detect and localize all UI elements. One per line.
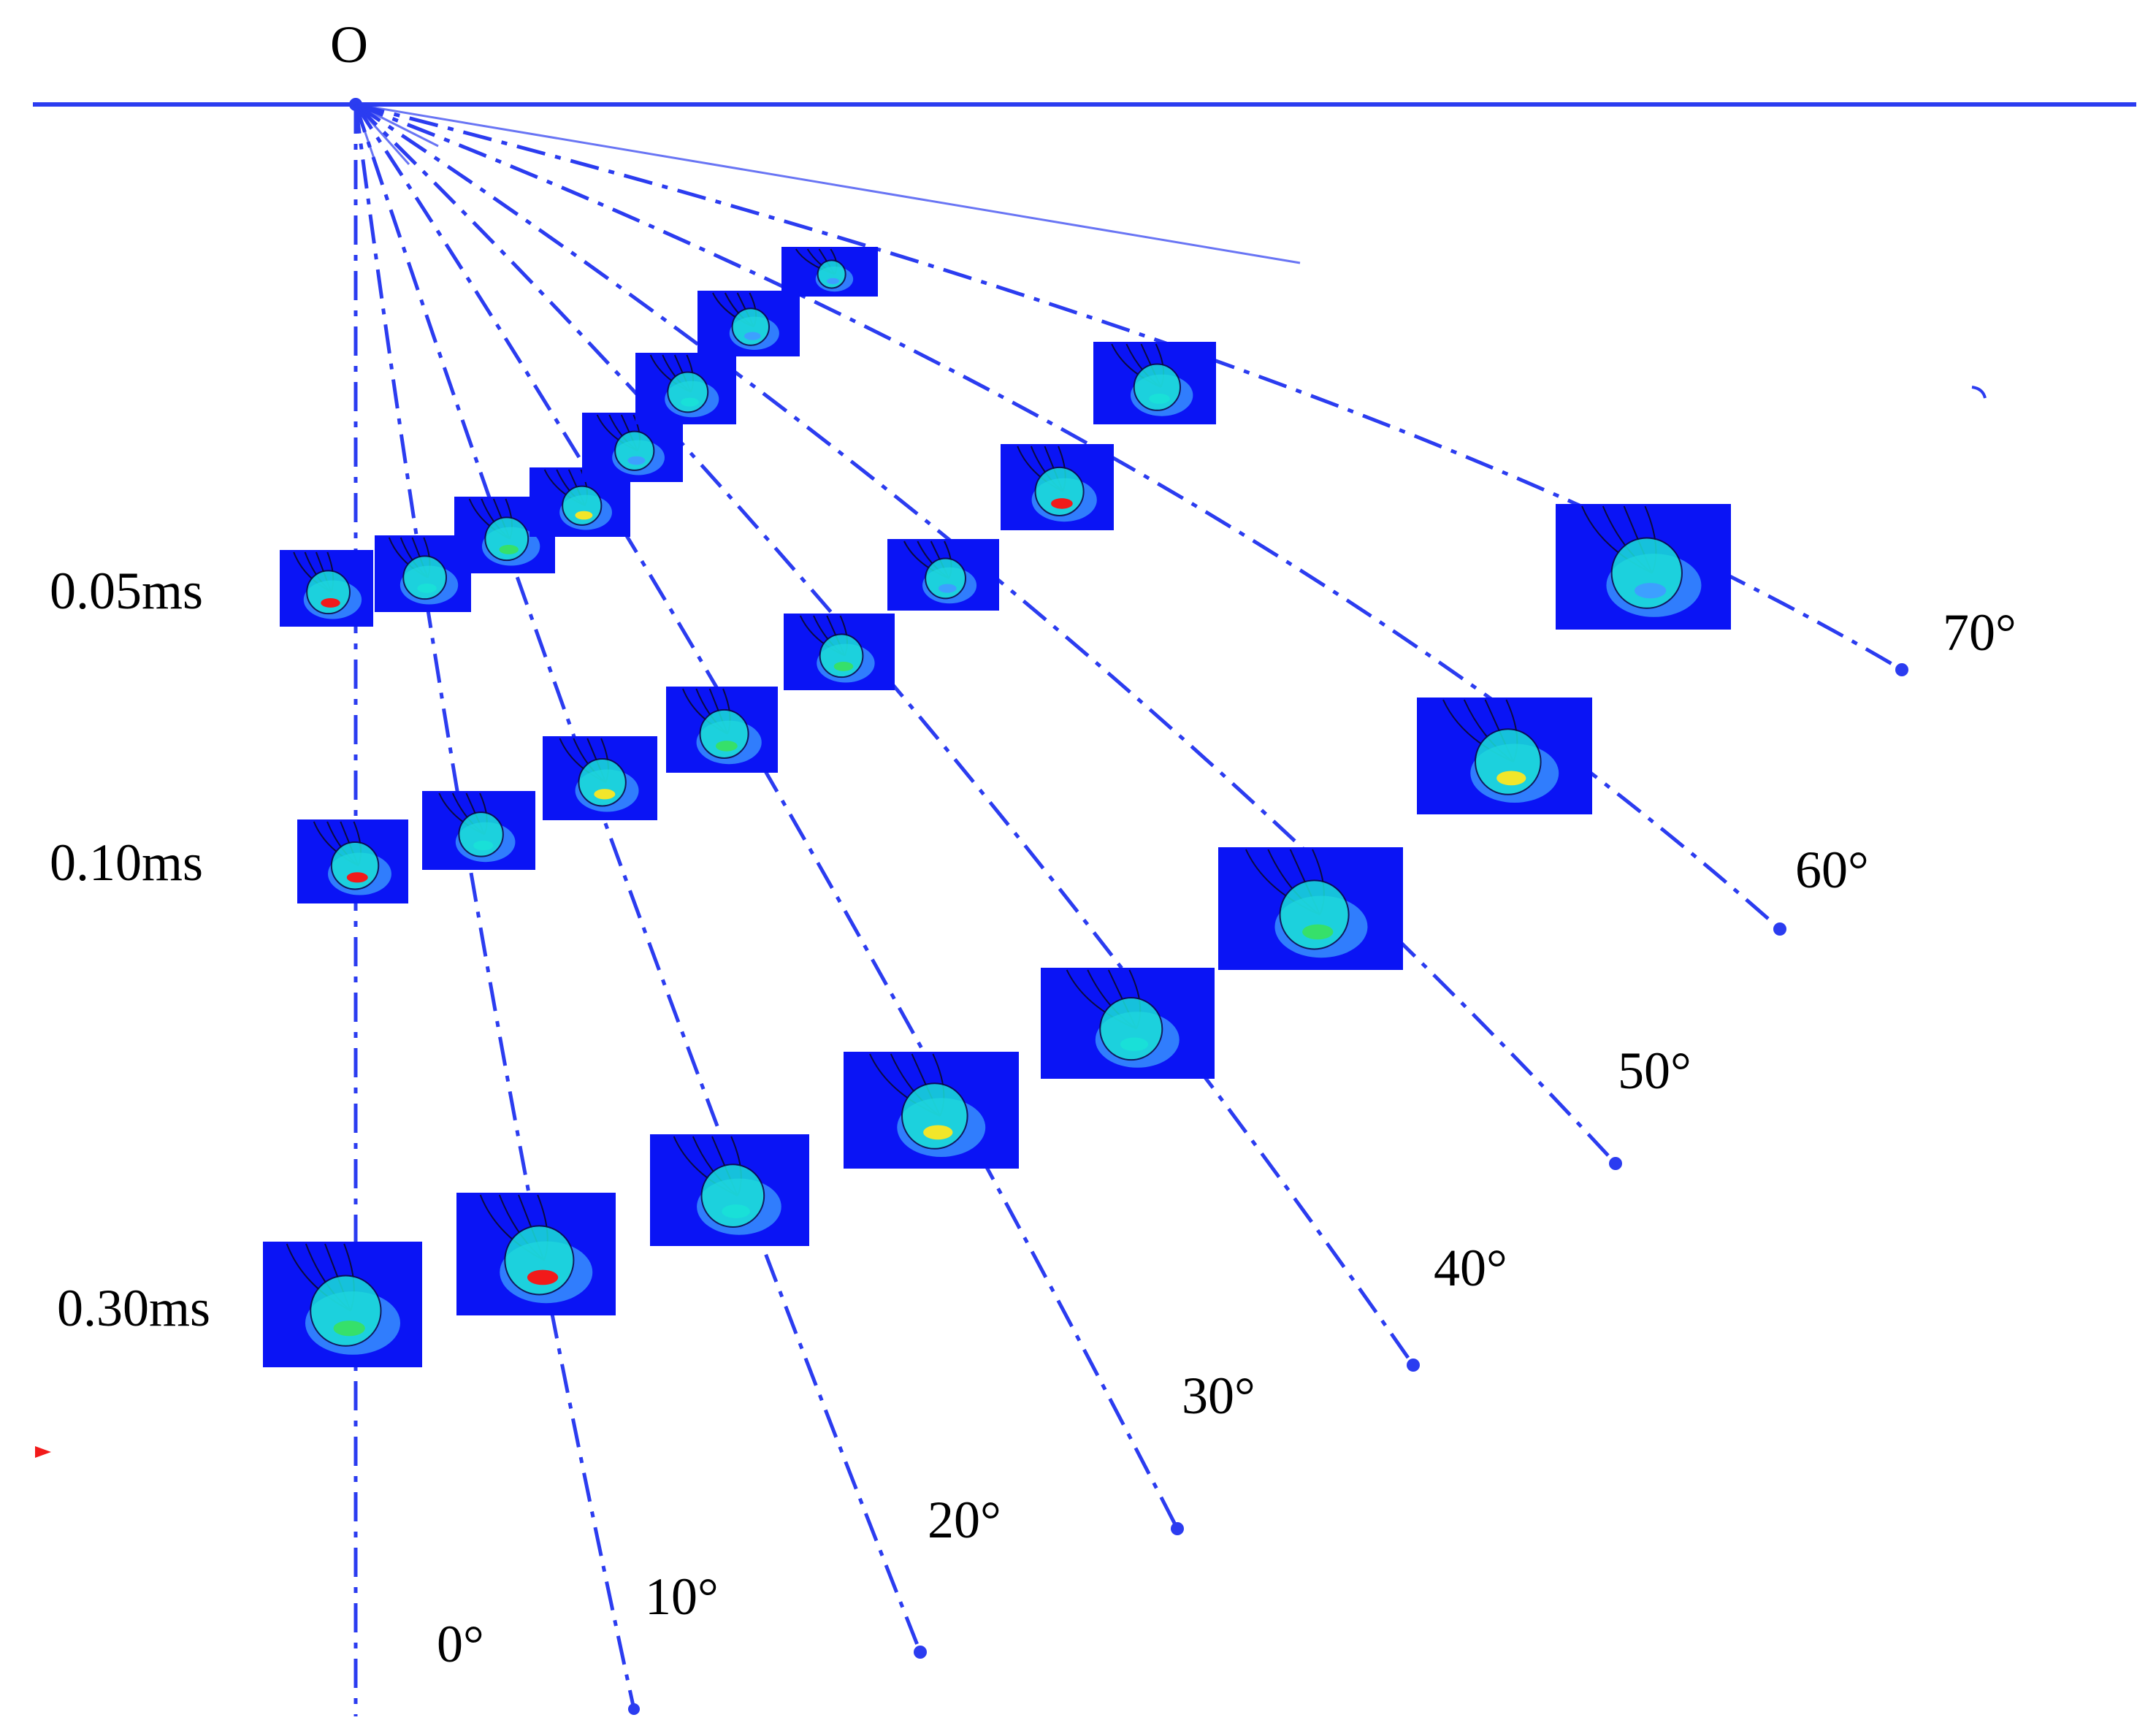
contour-panel-010ms-10deg (422, 791, 535, 870)
contour-panel-030ms-10deg (456, 1193, 616, 1315)
angle-label-40: 40° (1434, 1239, 1507, 1297)
stress-hotspot (627, 456, 646, 465)
contour-panel-005ms-50deg (635, 353, 736, 424)
ray-end-50 (1609, 1157, 1622, 1170)
origin-label: O (330, 15, 368, 74)
stress-hotspot (1496, 771, 1526, 786)
trajectory-ray-20 (353, 104, 922, 1653)
angle-label-10: 10° (645, 1567, 719, 1626)
contour-panel-030ms-60deg (1417, 698, 1592, 814)
stress-hotspot (743, 332, 761, 340)
time-label-005: 0.05ms (50, 562, 203, 620)
angle-label-50: 50° (1618, 1042, 1691, 1100)
time-label-010: 0.10ms (50, 833, 203, 892)
stress-hotspot (594, 789, 616, 800)
stress-hotspot (575, 511, 593, 520)
ray-end-70 (1895, 663, 1908, 676)
stress-hotspot (722, 1204, 750, 1218)
contour-panel-010ms-70deg (1093, 342, 1216, 424)
ray-end-markers (628, 663, 1908, 1715)
stress-hotspot (499, 544, 519, 554)
stress-hotspot (417, 583, 437, 593)
contour-panel-030ms-20deg (650, 1134, 809, 1246)
origin-fan (354, 103, 1301, 264)
stress-hotspot (321, 597, 340, 608)
trajectory-ray-60 (355, 102, 1781, 931)
stress-hotspot (1634, 583, 1667, 599)
trajectory-ray-40 (354, 103, 1415, 1367)
stress-hotspot (1120, 1037, 1149, 1052)
stray-tick (1971, 386, 1987, 399)
angle-labels: 0° 10° 20° 30° 40° 50° 60° 70° (437, 603, 2017, 1673)
contour-panel-010ms-20deg (543, 736, 657, 820)
trajectory-ray-30 (353, 103, 1180, 1530)
contour-panel-010ms-30deg (666, 687, 778, 773)
angle-label-70: 70° (1943, 603, 2017, 662)
contour-panel-030ms-40deg (1041, 968, 1215, 1079)
contour-panel-005ms-60deg (697, 291, 800, 356)
contour-panel-005ms-10deg (375, 535, 471, 612)
stress-hotspot (681, 397, 699, 407)
stress-hotspot (1051, 498, 1073, 509)
stress-hotspot (826, 278, 840, 285)
contour-panel-010ms-50deg (887, 539, 999, 611)
angle-label-0: 0° (437, 1615, 484, 1673)
trajectory-ray-10 (353, 104, 636, 1710)
ray-end-40 (1407, 1359, 1420, 1372)
ray-end-10 (628, 1703, 640, 1715)
stress-hotspot (938, 584, 957, 593)
time-label-030: 0.30ms (57, 1279, 210, 1337)
stress-hotspot (527, 1269, 559, 1285)
contour-panel-030ms-30deg (844, 1052, 1019, 1169)
angle-label-20: 20° (928, 1491, 1001, 1549)
ray-end-30 (1171, 1522, 1184, 1535)
red-marker-icon (35, 1446, 51, 1458)
stress-hotspot (346, 872, 368, 883)
contour-panel-010ms-60deg (1001, 444, 1114, 530)
angle-label-60: 60° (1795, 841, 1869, 899)
stress-hotspot (1302, 924, 1334, 940)
contour-panels (263, 247, 1731, 1367)
ray-end-20 (914, 1646, 927, 1659)
stress-hotspot (715, 741, 738, 752)
contour-panel-010ms-40deg (784, 614, 895, 690)
contour-panel-010ms-0deg (297, 819, 408, 903)
stress-hotspot (1149, 394, 1170, 404)
contour-panel-030ms-0deg (263, 1242, 422, 1367)
contour-panel-005ms-30deg (530, 467, 630, 537)
contour-panel-005ms-0deg (280, 550, 373, 627)
contour-panel-005ms-20deg (454, 497, 555, 573)
angle-label-30: 30° (1182, 1367, 1255, 1425)
stress-hotspot (333, 1321, 365, 1337)
stress-hotspot (923, 1125, 953, 1140)
time-labels: 0.05ms 0.10ms 0.30ms (50, 562, 210, 1337)
ray-end-60 (1773, 922, 1786, 936)
trajectory-ray-70 (355, 102, 1903, 672)
trajectory-rays (353, 102, 1903, 1716)
contour-panel-005ms-70deg (781, 247, 878, 297)
stress-hotspot (833, 661, 854, 671)
contour-panel-030ms-50deg (1218, 847, 1403, 970)
contour-panel-030ms-70deg (1556, 504, 1731, 630)
stress-hotspot (473, 840, 494, 851)
trajectory-ray-50 (354, 102, 1617, 1165)
